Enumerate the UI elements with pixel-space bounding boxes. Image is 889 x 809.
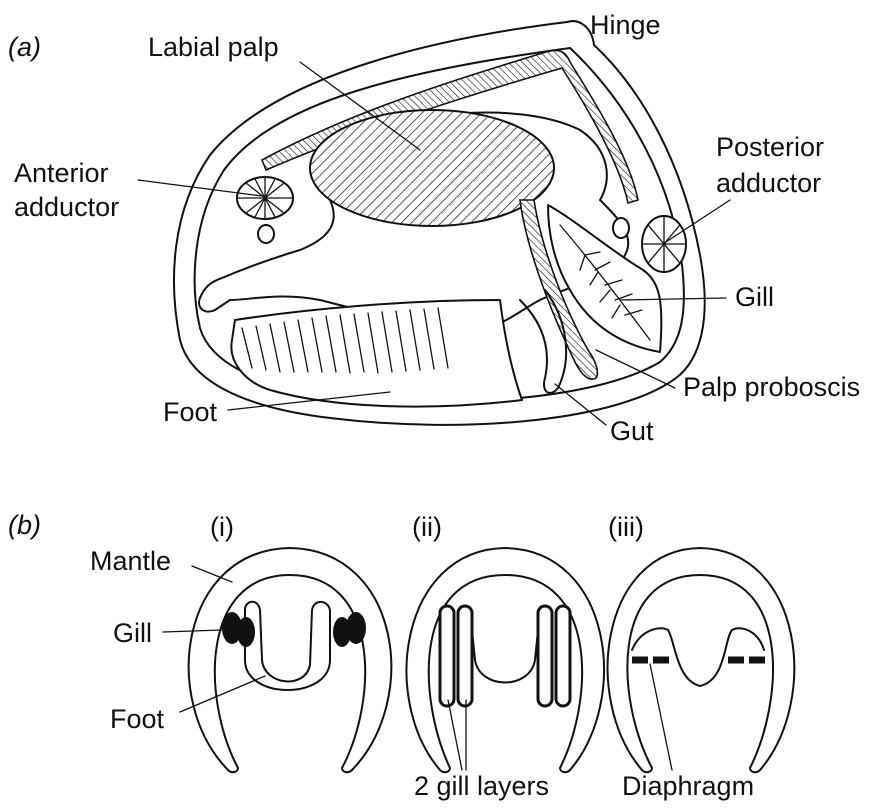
label-hinge: Hinge bbox=[590, 10, 661, 40]
anterior-adductor bbox=[237, 177, 293, 219]
label-palp-proboscis: Palp proboscis bbox=[683, 372, 860, 402]
subpanel-ii: (ii) bbox=[407, 512, 605, 772]
mantle-ii bbox=[407, 548, 605, 772]
label-posterior-adductor-1: Posterior bbox=[716, 132, 824, 162]
label-labial-palp: Labial palp bbox=[148, 32, 279, 62]
gill-ii-right bbox=[538, 606, 570, 706]
panel-b: (b) (i) (ii) (iii) bbox=[8, 510, 794, 801]
leader-diaphragm bbox=[650, 664, 672, 770]
label-anterior-adductor-1: Anterior bbox=[14, 158, 109, 188]
foot bbox=[231, 300, 522, 407]
label-posterior-adductor-2: adductor bbox=[716, 168, 821, 198]
panel-a-tag: (a) bbox=[8, 32, 41, 62]
small-organ-posterior bbox=[613, 218, 629, 238]
gill-ii-left bbox=[440, 606, 472, 706]
small-organ-anterior bbox=[258, 225, 274, 243]
posterior-adductor bbox=[642, 216, 686, 272]
subpanel-iii: (iii) bbox=[608, 512, 795, 772]
mantle-i bbox=[189, 548, 392, 772]
label-foot-b: Foot bbox=[110, 704, 165, 734]
panel-b-tag: (b) bbox=[8, 510, 41, 540]
body-iii bbox=[632, 628, 764, 686]
foot-i bbox=[245, 602, 330, 690]
label-diaphragm: Diaphragm bbox=[622, 771, 754, 801]
label-gill-b: Gill bbox=[113, 618, 152, 648]
label-gut: Gut bbox=[610, 416, 654, 446]
label-gill-layers: 2 gill layers bbox=[414, 771, 549, 801]
subpanel-i: (i) bbox=[189, 512, 392, 772]
numeral-ii: (ii) bbox=[412, 512, 442, 542]
gill-i-left-b bbox=[237, 617, 255, 647]
panel-a: (a) bbox=[8, 10, 860, 446]
gill-i-right-b bbox=[346, 612, 366, 644]
label-mantle: Mantle bbox=[90, 546, 171, 576]
labial-palp bbox=[310, 110, 554, 226]
label-foot-a: Foot bbox=[163, 397, 218, 427]
numeral-i: (i) bbox=[210, 512, 234, 542]
leader-gill-layers-1 bbox=[448, 700, 462, 770]
numeral-iii: (iii) bbox=[608, 512, 644, 542]
label-gill-a: Gill bbox=[735, 282, 774, 312]
body-ii bbox=[470, 610, 540, 683]
label-anterior-adductor-2: adductor bbox=[14, 192, 119, 222]
